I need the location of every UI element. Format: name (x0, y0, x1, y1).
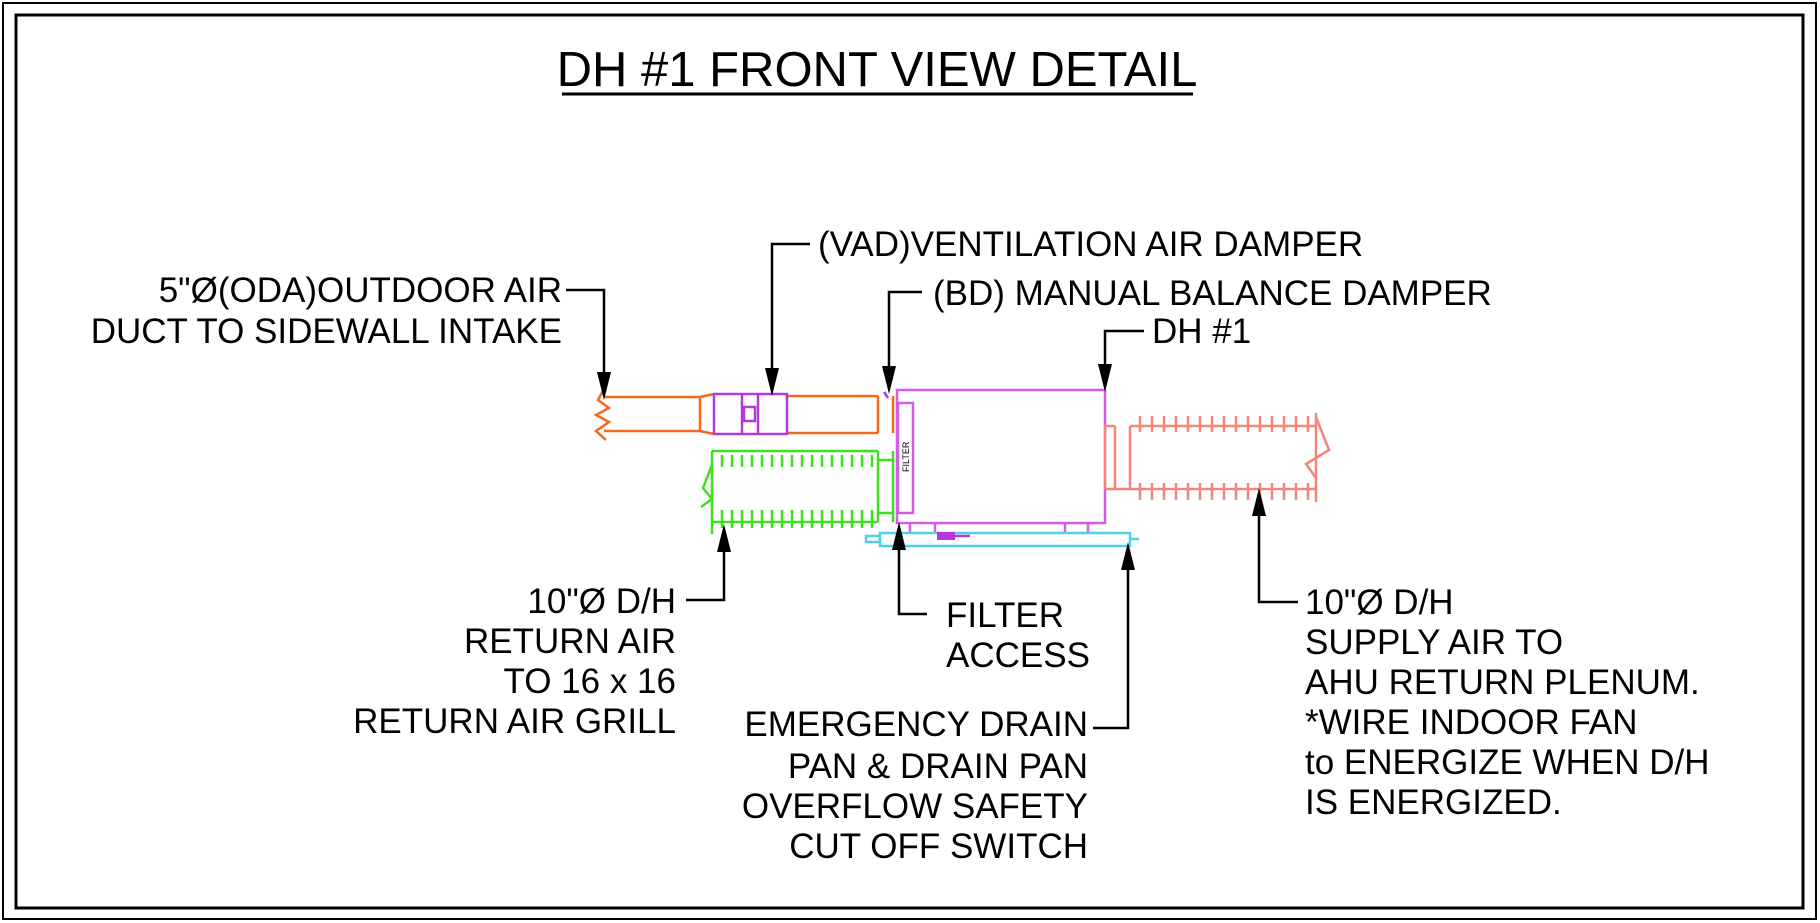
callout-vad: (VAD)VENTILATION AIR DAMPER (818, 225, 1363, 264)
supply-air-duct (1103, 413, 1331, 502)
callout-outdoor-air-line-2: DUCT TO SIDEWALL INTAKE (91, 312, 562, 351)
arrowhead-return-air (717, 524, 731, 552)
leader-supply-air (1257, 500, 1298, 604)
callout-return-air-line-3: TO 16 x 16 (503, 662, 676, 701)
callout-supply-air-line-6: IS ENERGIZED. (1305, 783, 1562, 822)
inner-border (14, 13, 1805, 910)
callout-drain-pan-line-1: EMERGENCY DRAIN (744, 705, 1088, 744)
dehumidifier-unit (895, 388, 1107, 533)
return-air-duct (700, 449, 895, 534)
leader-return-air (686, 536, 726, 602)
outdoor-air-duct (593, 384, 895, 441)
drain-pan-switch (937, 532, 970, 540)
callout-return-air-line-2: RETURN AIR (464, 622, 676, 661)
callout-return-air-line-4: RETURN AIR GRILL (353, 702, 676, 741)
callout-supply-air-line-2: SUPPLY AIR TO (1305, 623, 1563, 662)
ventilation-air-damper (712, 391, 890, 436)
emergency-drain-pan (864, 531, 1139, 548)
leader-outdoor-air (566, 288, 606, 388)
callout-filter-access-line-2: ACCESS (946, 636, 1090, 675)
callout-dh: DH #1 (1152, 312, 1251, 351)
callout-filter-access-line-1: FILTER (946, 596, 1064, 635)
arrowhead-vad (765, 368, 779, 396)
leader-bd (887, 290, 922, 380)
callout-supply-air-line-5: to ENERGIZE WHEN D/H (1305, 743, 1709, 782)
arrowhead-dh (1098, 364, 1112, 392)
leader-filter-access (897, 534, 927, 616)
callout-supply-air-line-4: *WIRE INDOOR FAN (1305, 703, 1638, 742)
leader-drain-pan (1093, 554, 1130, 730)
callout-supply-air-line-3: AHU RETURN PLENUM. (1305, 663, 1700, 702)
arrowhead-supply-air (1252, 488, 1266, 516)
arrowhead-filter-access (892, 522, 906, 550)
callout-outdoor-air-line-1: 5"Ø(ODA)OUTDOOR AIR (159, 271, 562, 310)
filter-tag: FILTER (901, 441, 911, 472)
arrowhead-drain-pan (1121, 542, 1135, 570)
callout-bd: (BD) MANUAL BALANCE DAMPER (933, 274, 1492, 313)
drawing-title: DH #1 FRONT VIEW DETAIL (557, 43, 1198, 97)
callout-drain-pan-line-3: OVERFLOW SAFETY (742, 787, 1088, 826)
callout-drain-pan-line-4: CUT OFF SWITCH (789, 827, 1088, 866)
leader-dh (1103, 329, 1144, 378)
callout-supply-air-line-1: 10"Ø D/H (1305, 583, 1454, 622)
callout-return-air-line-1: 10"Ø D/H (527, 582, 676, 621)
leader-vad (770, 242, 810, 384)
arrowhead-bd (882, 366, 896, 394)
callout-drain-pan-line-2: PAN & DRAIN PAN (788, 747, 1088, 786)
arrowhead-outdoor-air (597, 372, 611, 400)
